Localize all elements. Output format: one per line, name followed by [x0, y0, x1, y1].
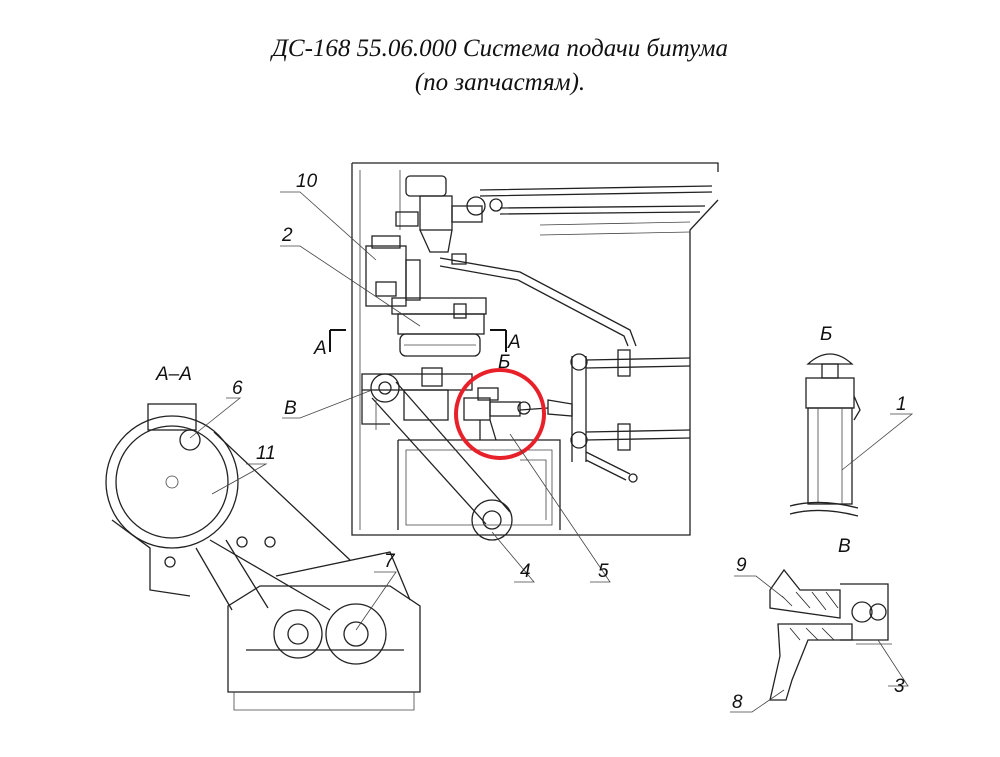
part-label-2: 2	[281, 225, 293, 246]
cut-label-a-left: А	[313, 338, 327, 359]
part-label-3: 3	[894, 676, 905, 697]
highlight-circle	[454, 368, 546, 460]
part-label-4: 4	[520, 561, 531, 582]
view-b-detail	[789, 353, 861, 517]
leader-lines	[189, 191, 914, 713]
cut-label-a-right: А	[507, 332, 521, 353]
part-label-9: 9	[736, 555, 747, 576]
part-label-6: 6	[232, 378, 243, 399]
view-label-b-detail: Б	[820, 324, 832, 345]
part-label-7: 7	[384, 551, 396, 572]
section-label-aa: А–А	[155, 364, 192, 385]
view-label-v-detail: В	[838, 536, 851, 557]
part-label-5: 5	[598, 561, 609, 582]
view-label-b-main: Б	[498, 352, 510, 373]
view-v-detail	[769, 568, 892, 701]
section-aa-view	[105, 403, 421, 711]
part-label-11: 11	[256, 443, 276, 464]
main-view	[329, 162, 719, 541]
view-label-v-main: В	[284, 398, 297, 419]
drawing-title: ДС-168 55.06.000 Система подачи битума	[271, 35, 728, 62]
drawing-subtitle: (по запчастям).	[414, 69, 586, 96]
part-label-8: 8	[732, 692, 743, 713]
part-label-1: 1	[896, 394, 907, 415]
part-label-10: 10	[296, 171, 318, 192]
